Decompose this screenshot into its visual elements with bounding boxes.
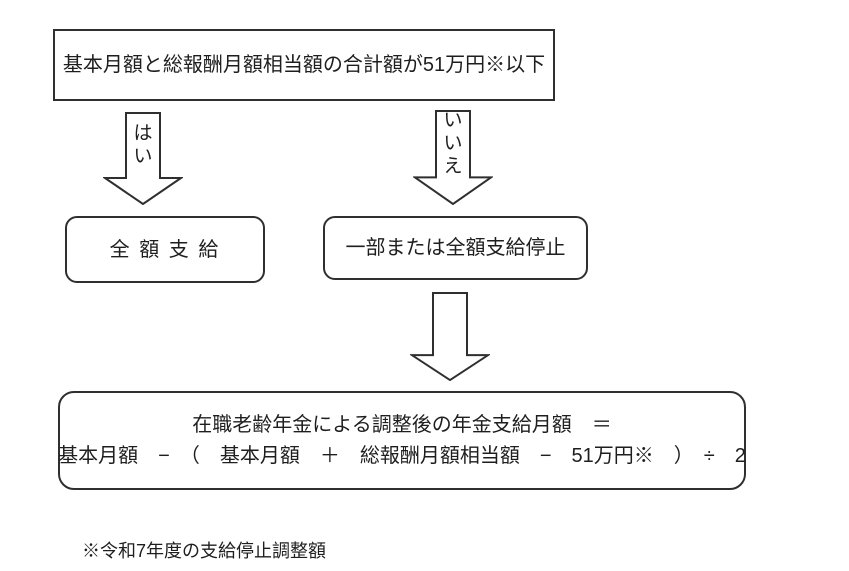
full-payment-box: 全 額 支 給 <box>65 216 265 283</box>
full-payment-text: 全 額 支 給 <box>109 238 221 261</box>
down-arrow-icon <box>413 110 493 205</box>
partial-stop-box: 一部または全額支給停止 <box>323 216 588 280</box>
result-formula-line1: 在職老齢年金による調整後の年金支給月額 ＝ <box>192 413 612 436</box>
condition-text: 基本月額と総報酬月額相当額の合計額が51万円※以下 <box>62 54 546 76</box>
result-formula-box: 在職老齢年金による調整後の年金支給月額 ＝ 基本月額 − （ 基本月額 ＋ 総報… <box>58 391 746 490</box>
yes-arrow: は い <box>103 112 183 205</box>
down-arrow-icon <box>103 112 183 205</box>
condition-box: 基本月額と総報酬月額相当額の合計額が51万円※以下 <box>53 29 555 101</box>
down-arrow-icon <box>410 292 490 381</box>
footnote: ※令和7年度の支給停止調整額 <box>82 541 327 561</box>
to-result-arrow <box>410 292 490 381</box>
result-formula-line2: 基本月額 − （ 基本月額 ＋ 総報酬月額相当額 − 51万円※ ） ÷ 2 <box>58 444 746 467</box>
partial-stop-text: 一部または全額支給停止 <box>345 237 566 259</box>
no-arrow: い い え <box>413 110 493 205</box>
